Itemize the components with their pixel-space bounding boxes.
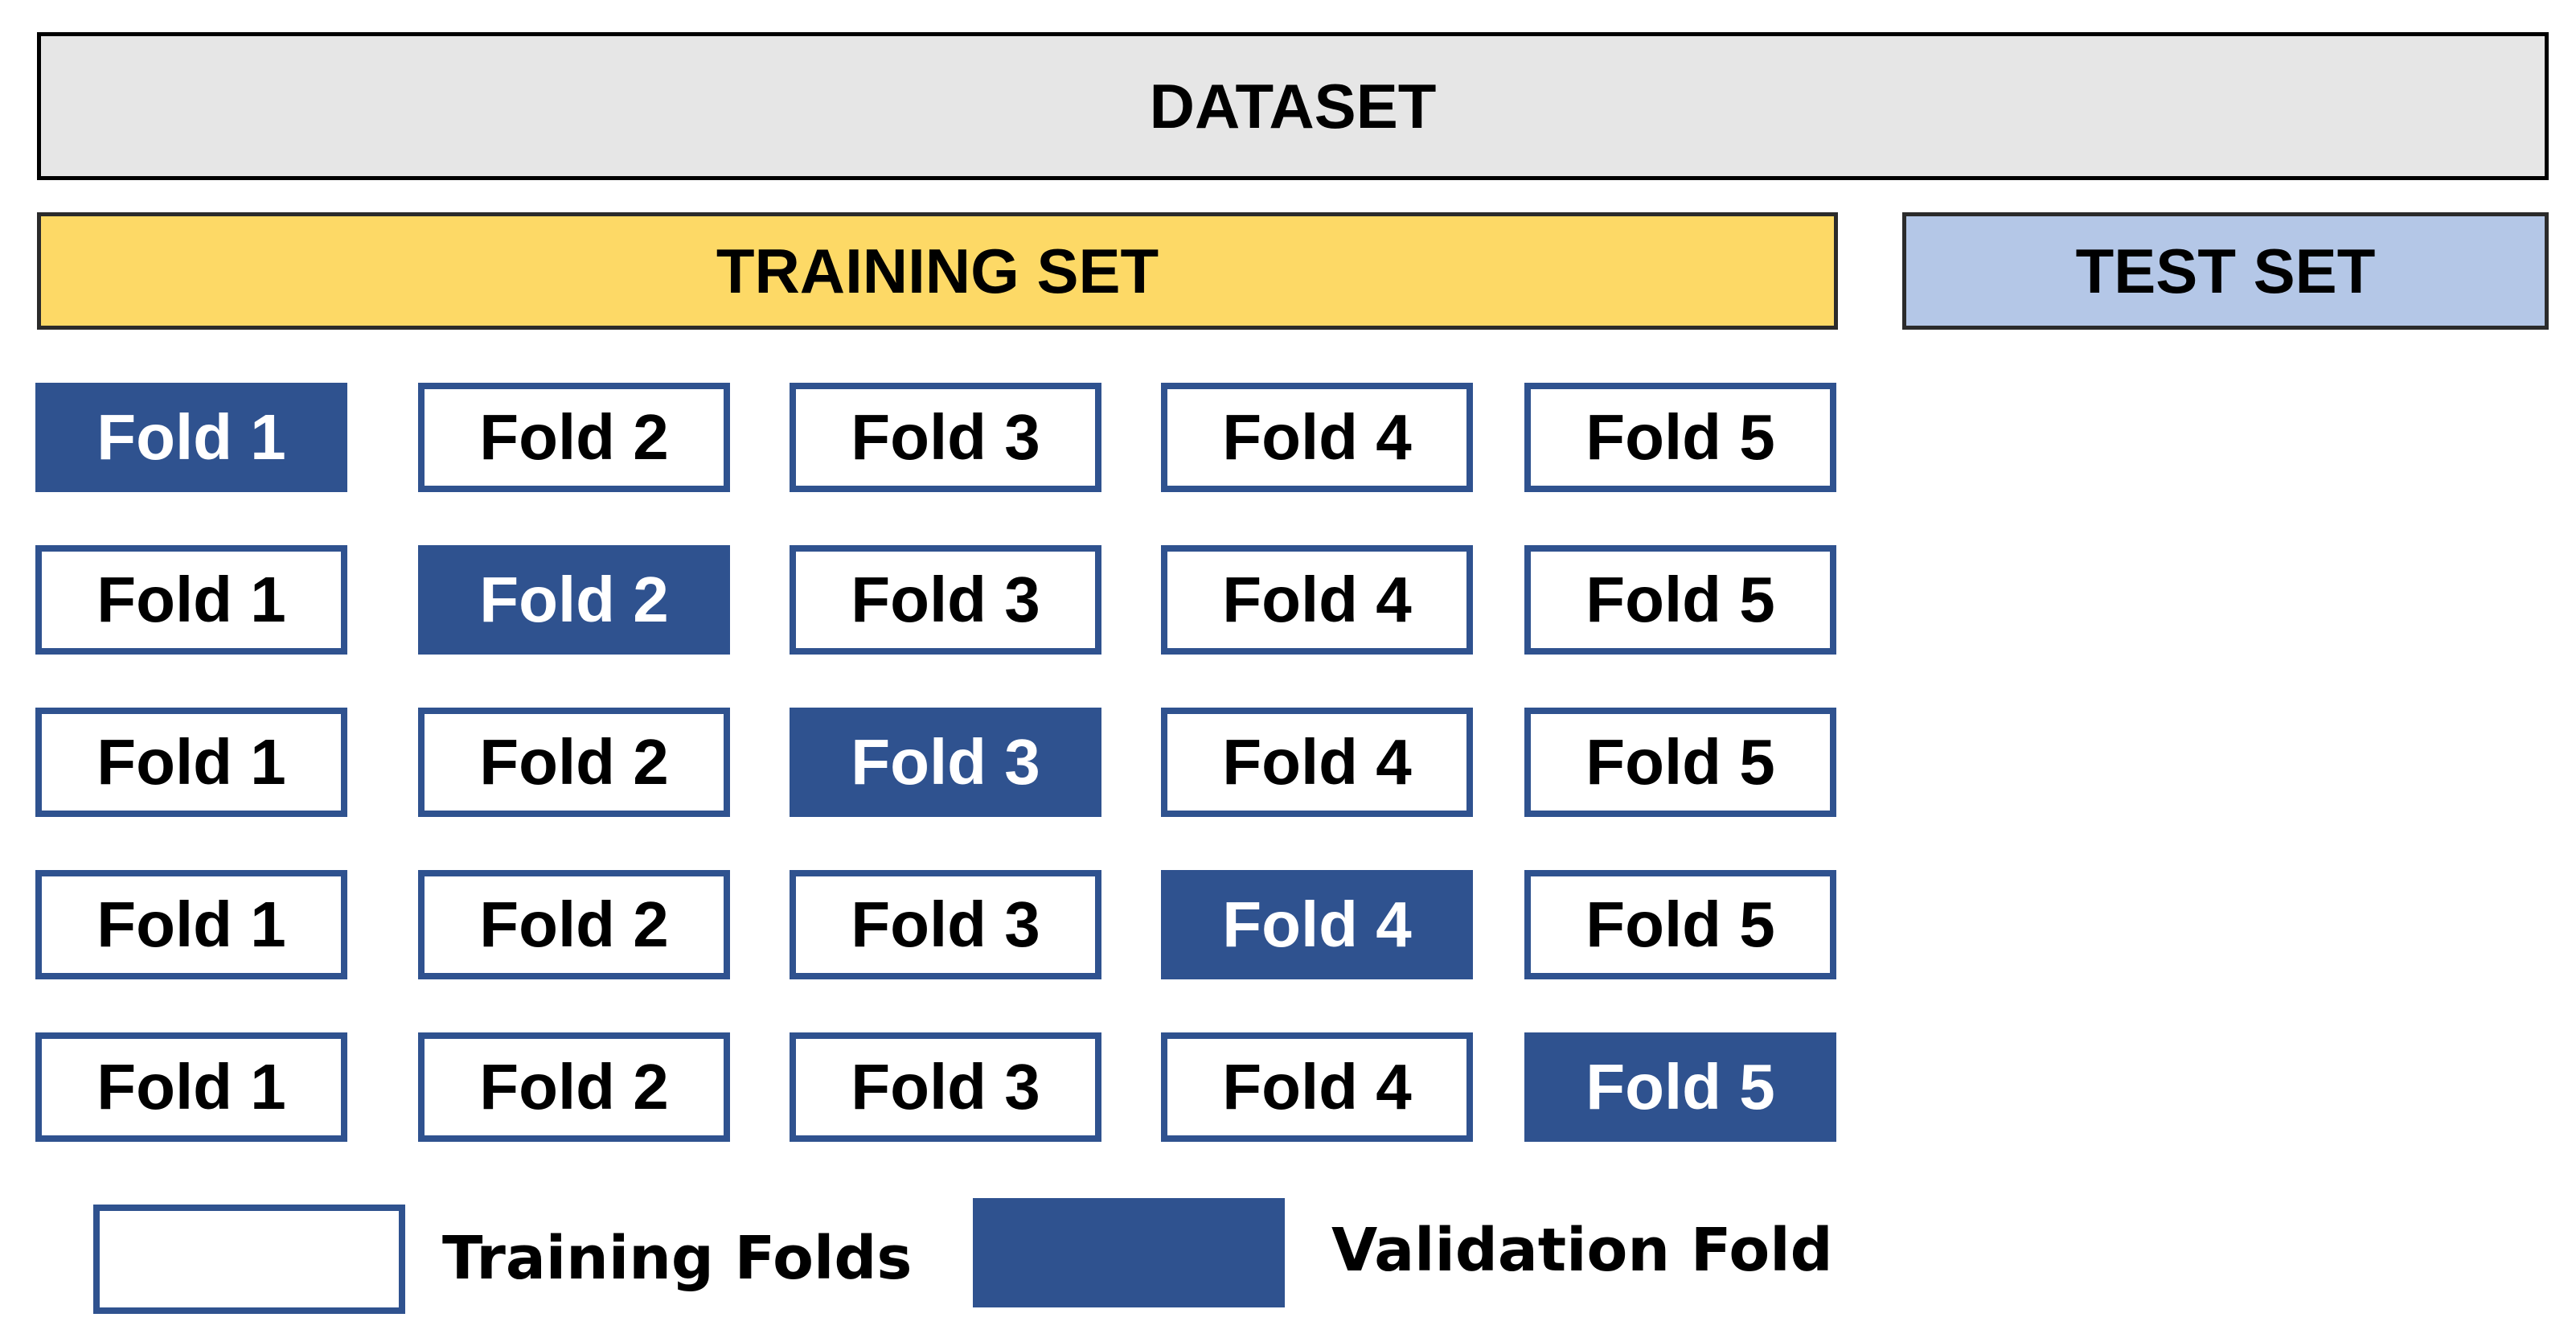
fold-label: Fold 2 bbox=[479, 401, 669, 473]
fold-label: Fold 5 bbox=[1585, 564, 1775, 635]
fold-label: Fold 1 bbox=[96, 726, 286, 798]
validation-fold-cell: Fold 1 bbox=[35, 383, 347, 492]
fold-label: Fold 4 bbox=[1222, 889, 1412, 960]
training-set-bar: TRAINING SET bbox=[37, 212, 1838, 330]
training-fold-cell: Fold 5 bbox=[1524, 708, 1836, 817]
fold-label: Fold 5 bbox=[1585, 889, 1775, 960]
training-fold-cell: Fold 1 bbox=[35, 1032, 347, 1142]
fold-label: Fold 4 bbox=[1222, 1051, 1412, 1123]
training-fold-cell: Fold 1 bbox=[35, 870, 347, 979]
fold-label: Fold 2 bbox=[479, 1051, 669, 1123]
fold-label: Fold 2 bbox=[479, 564, 669, 635]
training-fold-cell: Fold 2 bbox=[418, 708, 730, 817]
fold-label: Fold 3 bbox=[851, 889, 1040, 960]
training-fold-cell: Fold 1 bbox=[35, 545, 347, 655]
fold-label: Fold 2 bbox=[479, 726, 669, 798]
validation-fold-cell: Fold 5 bbox=[1524, 1032, 1836, 1142]
training-fold-cell: Fold 3 bbox=[790, 383, 1101, 492]
training-fold-cell: Fold 4 bbox=[1161, 545, 1473, 655]
legend-validation-swatch bbox=[973, 1198, 1285, 1307]
fold-label: Fold 4 bbox=[1222, 726, 1412, 798]
training-fold-cell: Fold 2 bbox=[418, 1032, 730, 1142]
training-fold-cell: Fold 4 bbox=[1161, 383, 1473, 492]
training-fold-cell: Fold 4 bbox=[1161, 1032, 1473, 1142]
training-fold-cell: Fold 5 bbox=[1524, 545, 1836, 655]
fold-label: Fold 3 bbox=[851, 726, 1040, 798]
fold-label: Fold 5 bbox=[1585, 726, 1775, 798]
training-fold-cell: Fold 3 bbox=[790, 1032, 1101, 1142]
training-fold-cell: Fold 3 bbox=[790, 545, 1101, 655]
dataset-bar: DATASET bbox=[37, 32, 2549, 180]
legend-training-label: Training Folds bbox=[442, 1224, 913, 1293]
training-fold-cell: Fold 3 bbox=[790, 870, 1101, 979]
training-fold-cell: Fold 4 bbox=[1161, 708, 1473, 817]
fold-label: Fold 1 bbox=[96, 1051, 286, 1123]
test-set-bar: TEST SET bbox=[1902, 212, 2549, 330]
validation-fold-cell: Fold 4 bbox=[1161, 870, 1473, 979]
test-set-label: TEST SET bbox=[2075, 235, 2376, 306]
training-set-label: TRAINING SET bbox=[716, 235, 1159, 306]
fold-label: Fold 3 bbox=[851, 564, 1040, 635]
legend-validation-label: Validation Fold bbox=[1331, 1216, 1833, 1285]
training-fold-cell: Fold 2 bbox=[418, 383, 730, 492]
fold-label: Fold 1 bbox=[96, 889, 286, 960]
training-fold-cell: Fold 5 bbox=[1524, 383, 1836, 492]
legend-training-swatch bbox=[93, 1205, 405, 1314]
fold-label: Fold 1 bbox=[96, 564, 286, 635]
validation-fold-cell: Fold 2 bbox=[418, 545, 730, 655]
training-fold-cell: Fold 1 bbox=[35, 708, 347, 817]
fold-label: Fold 4 bbox=[1222, 564, 1412, 635]
fold-label: Fold 3 bbox=[851, 1051, 1040, 1123]
fold-label: Fold 4 bbox=[1222, 401, 1412, 473]
fold-label: Fold 2 bbox=[479, 889, 669, 960]
validation-fold-cell: Fold 3 bbox=[790, 708, 1101, 817]
fold-label: Fold 3 bbox=[851, 401, 1040, 473]
dataset-label: DATASET bbox=[1149, 70, 1437, 142]
training-fold-cell: Fold 5 bbox=[1524, 870, 1836, 979]
fold-label: Fold 5 bbox=[1585, 1051, 1775, 1123]
fold-label: Fold 1 bbox=[96, 401, 286, 473]
training-fold-cell: Fold 2 bbox=[418, 870, 730, 979]
fold-label: Fold 5 bbox=[1585, 401, 1775, 473]
